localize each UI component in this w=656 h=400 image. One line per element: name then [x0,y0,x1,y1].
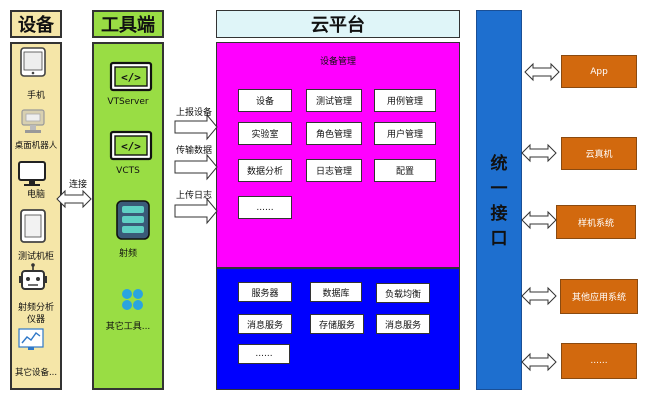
module-lab[interactable]: 实验室 [238,122,292,145]
tool-label-rf: 射频 [118,249,137,259]
module-data-analysis[interactable]: 数据分析 [238,159,292,182]
client-other-systems[interactable]: 其他应用系统 [560,279,638,314]
tool-label-other: 其它工具... [105,322,151,332]
clover-icon [122,289,143,310]
more-link-arrow [521,353,557,371]
unified-interface-column [476,10,522,390]
interface-char-3: 接 [490,204,508,224]
module-user-management[interactable]: 用户管理 [374,122,436,145]
module-test-management[interactable]: 测试管理 [306,89,362,112]
module-log-management[interactable]: 日志管理 [306,159,362,182]
module-more[interactable]: ...... [238,196,292,219]
service-load-balancing[interactable]: 负载均衡 [376,283,430,303]
service-message-2[interactable]: 消息服务 [376,314,430,334]
unified-interface-label: 统 一 接 口 [476,152,522,252]
client-more[interactable]: ...... [561,343,637,379]
server-icon [116,200,150,240]
device-label-other: 其它设备... [14,368,58,378]
interface-char-4: 口 [490,229,508,249]
transfer-data-arrow [174,153,218,181]
device-label-instrument: 仪器 [26,315,45,325]
flow-label-transfer-data: 传输数据 [176,146,213,156]
service-message-1[interactable]: 消息服务 [238,314,292,334]
cloud-device-link-arrow [521,144,557,162]
vtserver-code-icon: </> [109,61,153,92]
robot-desk-icon [21,109,45,133]
module-device[interactable]: 设备 [238,89,292,112]
interface-char-2: 一 [490,179,508,199]
service-database[interactable]: 数据库 [310,282,362,302]
device-label-rf-analysis: 射频分析 [17,303,54,313]
service-storage[interactable]: 存储服务 [310,314,364,334]
prototype-link-arrow [521,211,557,229]
robot-icon [19,263,47,290]
tool-label-vcts: VCTS [116,166,140,176]
module-config[interactable]: 配置 [374,159,436,182]
cabinet-icon [20,209,46,243]
devices-header-label: 设备 [18,15,54,36]
upload-log-arrow [174,197,218,225]
tools-header: 工具端 [92,10,164,38]
tool-label-vtserver: VTServer [107,97,149,107]
service-server[interactable]: 服务器 [238,282,292,302]
other-systems-link-arrow [521,287,557,305]
report-device-arrow [174,113,218,141]
flow-label-report-device: 上报设备 [176,108,213,118]
app-link-arrow [524,63,560,81]
connect-label: 连接 [69,180,88,190]
service-more[interactable]: ...... [238,344,290,364]
cloud-header-label: 云平台 [311,15,365,36]
device-label-computer: 电脑 [26,190,45,200]
module-role-management[interactable]: 角色管理 [306,122,362,145]
chart-screen-icon [18,328,44,350]
client-app[interactable]: App [561,55,637,88]
device-label-test-cabinet: 测试机柜 [17,252,54,262]
tools-header-label: 工具端 [101,15,155,36]
devices-header: 设备 [10,10,62,38]
device-label-phone: 手机 [26,91,45,101]
device-management-panel [216,42,460,268]
svg-text:</>: </> [121,71,141,84]
vcts-code-icon: </> [109,130,153,161]
svg-text:</>: </> [121,140,141,153]
flow-label-upload-log: 上传日志 [176,191,213,201]
client-cloud-device[interactable]: 云真机 [561,137,637,170]
client-prototype-system[interactable]: 样机系统 [556,205,636,239]
module-case-management[interactable]: 用例管理 [374,89,436,112]
tablet-icon [20,47,46,77]
monitor-icon [18,161,46,186]
device-management-title: 设备管理 [319,57,356,67]
cloud-header: 云平台 [216,10,460,38]
device-label-desktop-robot: 桌面机器人 [14,141,58,151]
connect-arrow [56,190,92,208]
interface-char-1: 统 [490,154,508,174]
